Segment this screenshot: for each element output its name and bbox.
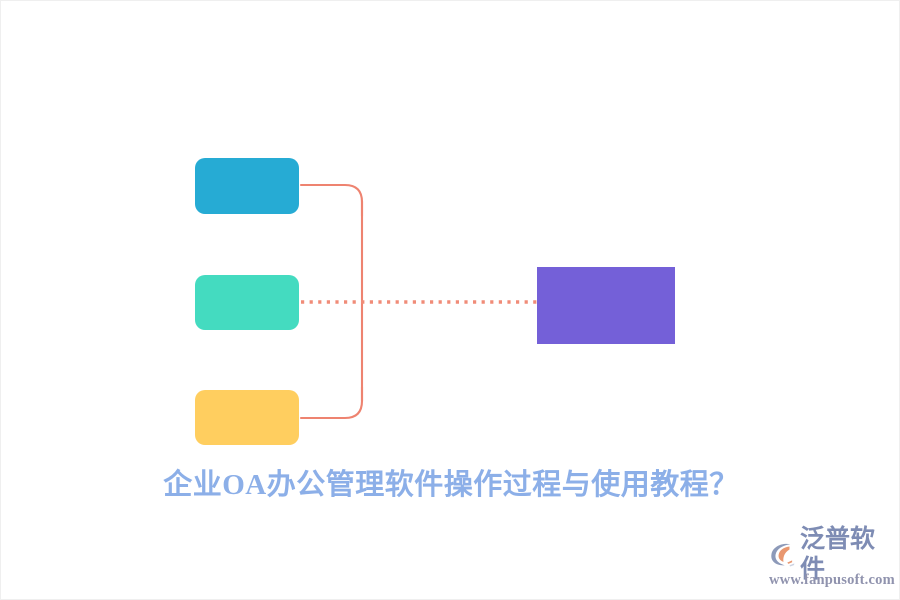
brand-logo: 泛普软件 www.fanpusoft.com bbox=[767, 524, 895, 593]
connector-yellow-to-spine bbox=[299, 385, 364, 420]
fanpu-logo-icon bbox=[767, 539, 797, 569]
node-yellow[interactable] bbox=[195, 390, 299, 445]
connector-blue-to-spine bbox=[299, 183, 364, 218]
node-green[interactable] bbox=[195, 275, 299, 330]
page-title: 企业OA办公管理软件操作过程与使用教程？ bbox=[163, 469, 739, 501]
node-purple[interactable] bbox=[537, 267, 675, 344]
brand-name: 泛普软件 bbox=[800, 524, 876, 583]
node-blue[interactable] bbox=[195, 158, 299, 214]
brand-url: www.fanpusoft.com bbox=[769, 572, 895, 588]
